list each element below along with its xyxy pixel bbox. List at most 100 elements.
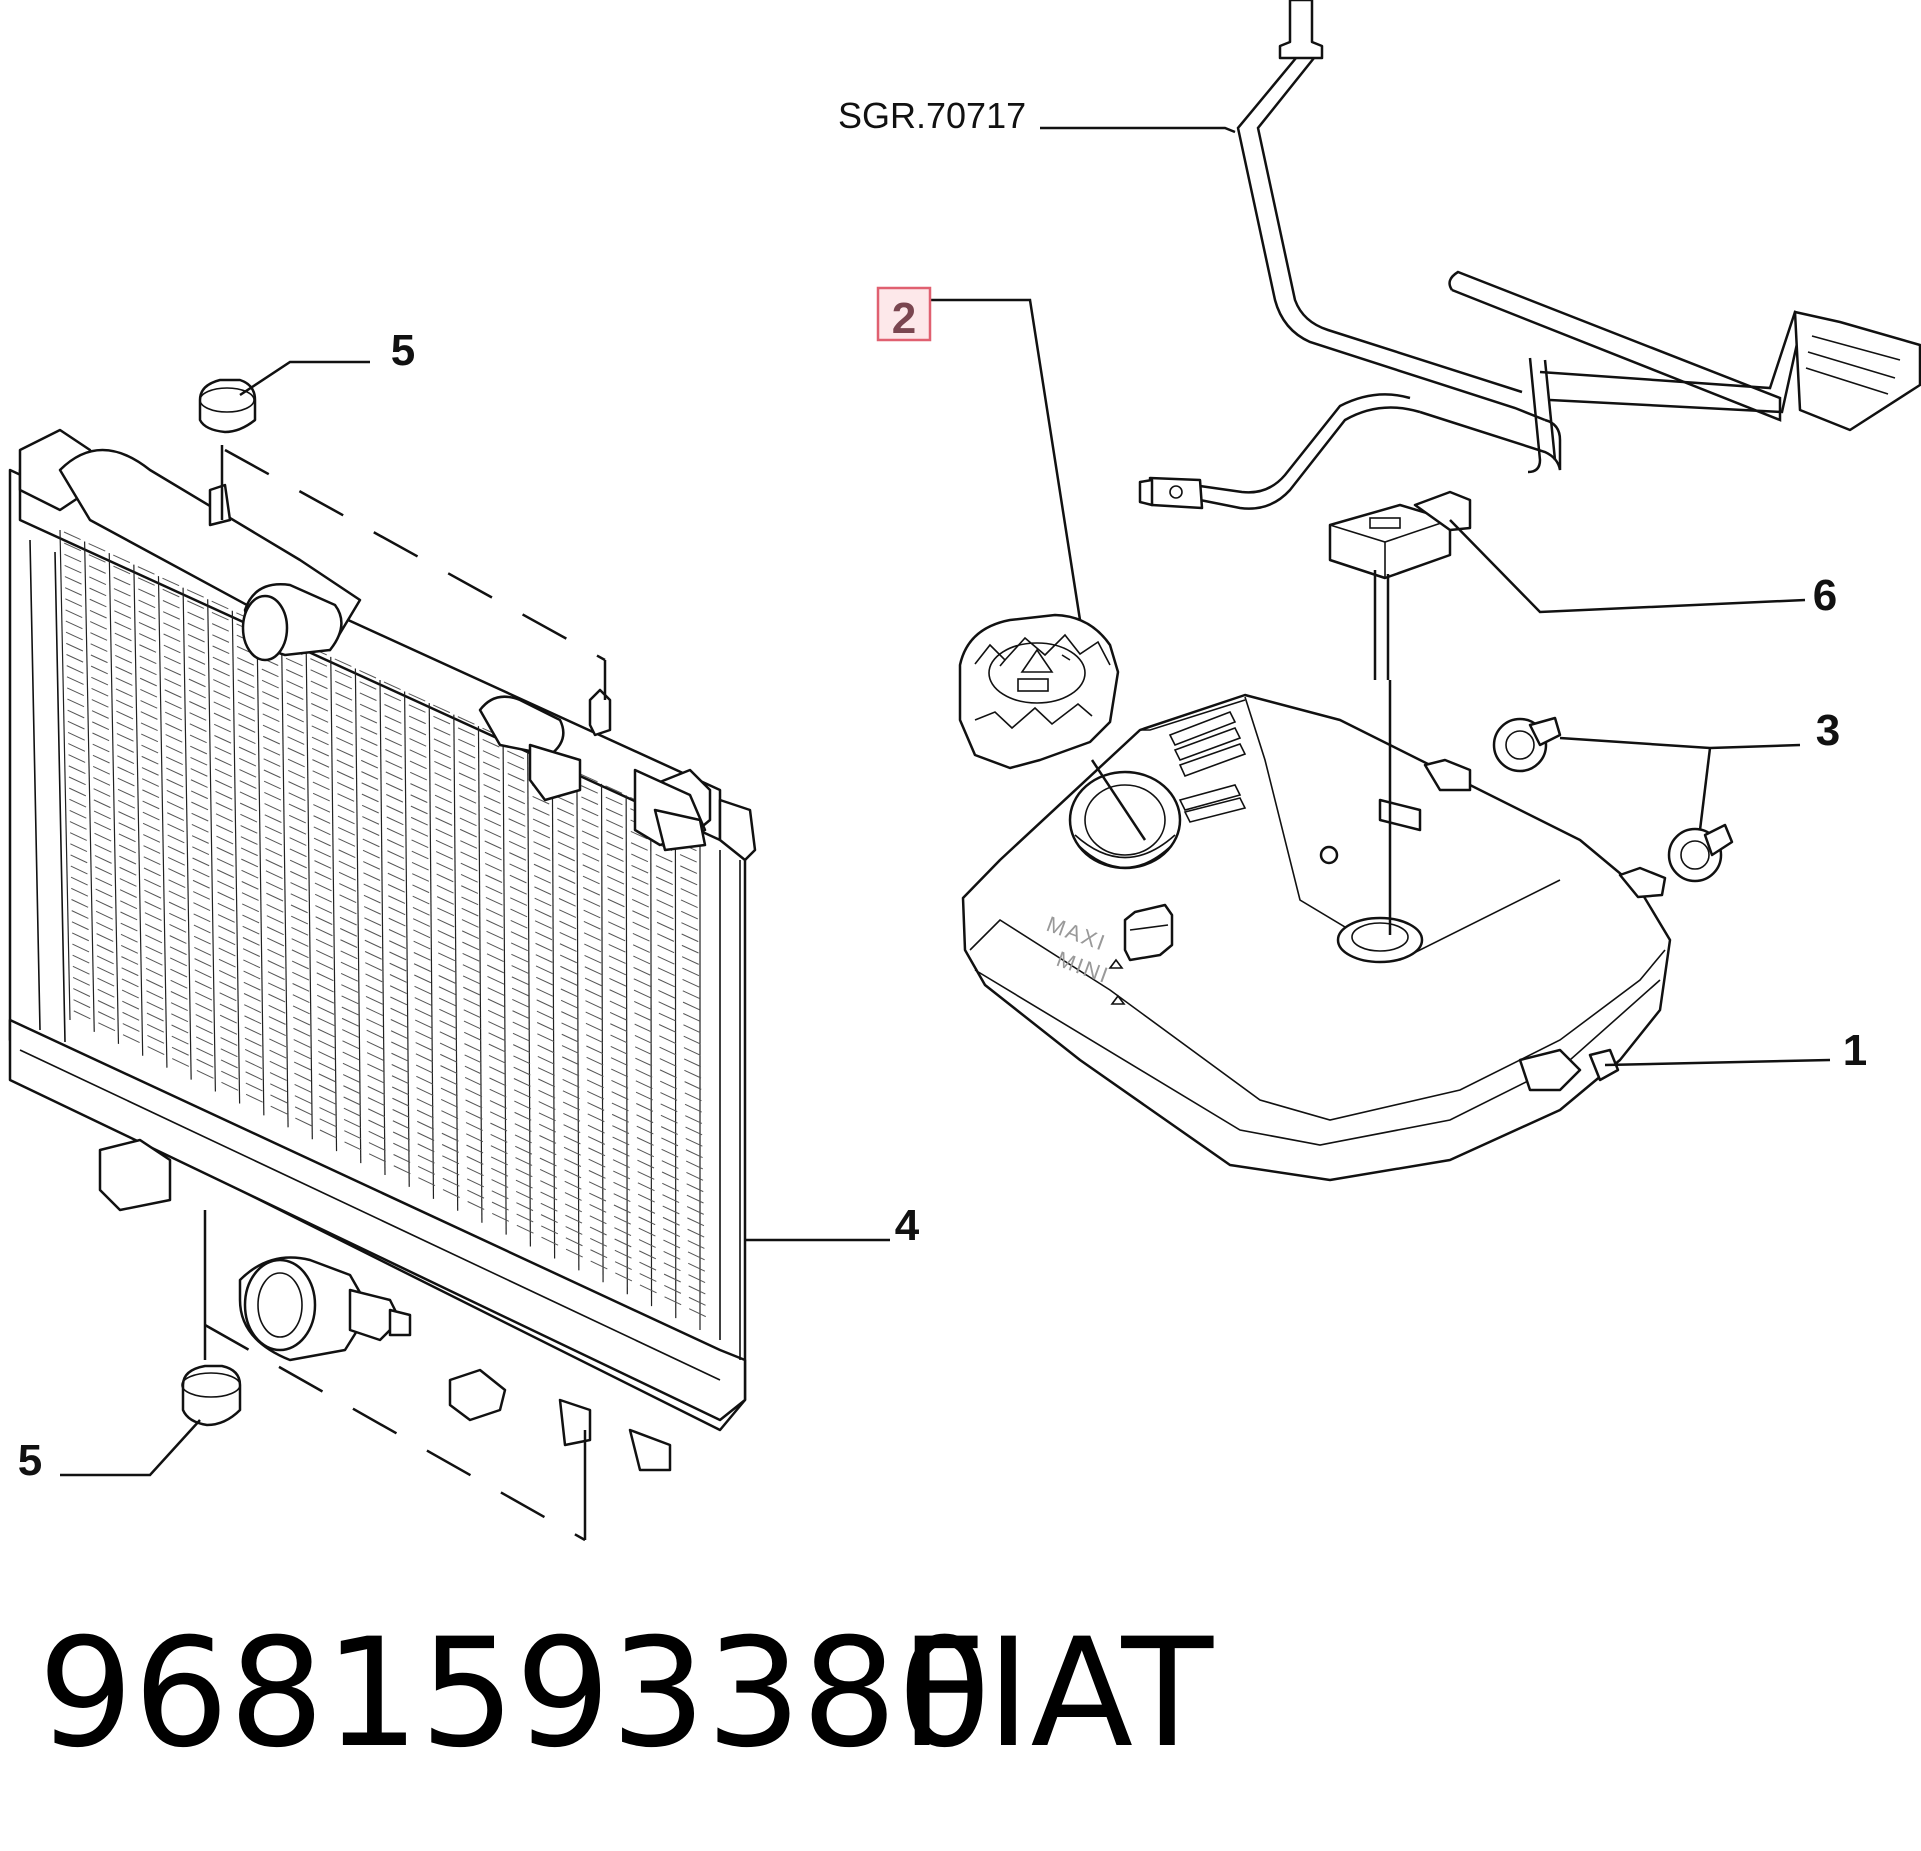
callout-cap: 2	[892, 294, 916, 343]
radiator-fin-hatch	[139, 633, 157, 642]
radiator-fin-hatch	[69, 809, 87, 819]
radiator-fin-hatch	[268, 1016, 286, 1025]
radiator-fin-hatch	[590, 1249, 608, 1259]
radiator-fin-hatch	[561, 1022, 579, 1032]
radiator-fin-hatch	[391, 1052, 409, 1062]
radiator-fin-hatch	[116, 744, 134, 753]
radiator-fin-hatch	[533, 829, 551, 839]
radiator-fin-hatch	[163, 655, 181, 665]
radiator-fin-hatch	[64, 564, 82, 574]
grommet-lower	[1667, 823, 1734, 883]
radiator-fin-hatch	[211, 611, 229, 621]
radiator-fin-hatch	[215, 779, 233, 789]
radiator-fin-hatch	[536, 988, 554, 997]
radiator-fin-hatch	[661, 1171, 679, 1181]
radiator-fin-hatch	[657, 967, 675, 976]
radiator-fin-hatch	[212, 656, 230, 666]
radiator-fin-hatch	[681, 933, 699, 943]
radiator-fin-hatch	[587, 1090, 605, 1100]
radiator-fin-hatch	[189, 712, 207, 721]
radiator-fin-hatch	[137, 566, 155, 575]
radiator-fin-hatch	[461, 930, 479, 940]
radiator-fin-hatch	[67, 732, 85, 741]
reference-label: SGR.70717	[838, 95, 1026, 136]
radiator-fin-hatch	[165, 734, 183, 743]
radiator-fin-hatch	[95, 899, 113, 909]
radiator-fin-hatch	[340, 961, 358, 971]
radiator-fin-hatch	[583, 909, 601, 919]
radiator-fin-hatch	[170, 1002, 188, 1011]
radiator-fin-hatch	[115, 666, 133, 675]
radiator-fin-hatch	[436, 896, 454, 905]
radiator-fin-hatch	[292, 994, 310, 1003]
radiator-fin-hatch	[285, 657, 303, 667]
radiator-fin-hatch	[564, 1169, 582, 1179]
radiator-fin-hatch	[194, 947, 212, 956]
radiator-fin-hatch	[391, 1075, 409, 1085]
radiator-fin-hatch	[195, 1025, 213, 1035]
radiator-fin-hatch	[193, 902, 211, 911]
radiator-fin-hatch	[266, 915, 284, 924]
radiator-fin-hatch	[215, 790, 233, 800]
radiator-fin-hatch	[65, 598, 83, 607]
radiator-fin-hatch	[433, 715, 451, 725]
radiator-fin	[133, 564, 144, 1056]
radiator-fin-hatch	[409, 726, 427, 736]
radiator-fin-hatch	[162, 577, 180, 587]
radiator-fin-hatch	[143, 867, 161, 877]
radiator-fin-hatch	[635, 1080, 653, 1090]
radiator-fin-hatch	[659, 1046, 677, 1056]
radiator-fin-hatch	[540, 1202, 558, 1212]
radiator-fin-hatch	[311, 703, 329, 712]
radiator-fin-hatch	[490, 1122, 508, 1132]
radiator-fin-hatch	[239, 780, 257, 789]
radiator-fin-hatch	[433, 738, 451, 747]
radiator-fin-hatch	[71, 921, 89, 931]
radiator-fin-hatch	[634, 1023, 652, 1033]
radiator-fin-hatch	[287, 758, 305, 768]
radiator-fin-hatch	[138, 621, 156, 631]
radiator-fin-hatch	[631, 887, 649, 897]
radiator-fin-hatch	[680, 876, 698, 886]
radiator-fin-hatch	[287, 736, 305, 745]
radiator-fin-hatch	[389, 940, 407, 949]
radiator-fin-hatch	[291, 960, 309, 970]
callout-level-sensor: 6	[1813, 571, 1837, 620]
radiator-fin-hatch	[146, 979, 164, 988]
radiator-fin-hatch	[637, 1159, 655, 1169]
radiator-fin-hatch	[538, 1112, 556, 1122]
radiator-fin-hatch	[613, 1204, 631, 1214]
radiator-fin-hatch	[115, 699, 134, 709]
radiator-fin-hatch	[388, 895, 406, 904]
radiator-fin-hatch	[361, 782, 379, 791]
radiator-fin-hatch	[143, 856, 161, 866]
radiator-fin-hatch	[164, 689, 182, 698]
radiator-fin-hatch	[192, 846, 210, 856]
radiator-fin-hatch	[636, 1103, 654, 1112]
radiator-fin-hatch	[688, 1285, 706, 1295]
radiator-fin-hatch	[442, 1189, 460, 1198]
radiator-fin-hatch	[534, 909, 552, 918]
radiator-fin	[280, 633, 289, 1128]
radiator-fin-hatch	[556, 796, 574, 805]
radiator-fin-hatch	[138, 610, 156, 620]
radiator-fin-hatch	[557, 841, 575, 851]
radiator-fin-hatch	[434, 794, 452, 804]
radiator-fin-hatch	[143, 834, 161, 843]
radiator-fin-hatch	[244, 1049, 263, 1058]
radiator-fin-hatch	[564, 1203, 583, 1213]
radiator-fin-hatch	[147, 1034, 165, 1044]
callout-labels: SGR.70717 2 6 3 1 4 5 5	[18, 95, 1867, 1485]
radiator-fin-hatch	[341, 1006, 359, 1016]
radiator-fin-hatch	[508, 795, 526, 805]
radiator-fin-hatch	[318, 1084, 336, 1094]
radiator-fin-hatch	[414, 997, 432, 1006]
radiator-fin-hatch	[581, 807, 599, 817]
radiator-fin-hatch	[195, 1036, 213, 1046]
radiator-fin-hatch	[90, 632, 108, 641]
radiator-fin-hatch	[611, 1091, 629, 1100]
radiator-fin-hatch	[96, 933, 114, 942]
radiator-fin-hatch	[338, 838, 356, 847]
radiator-fin-hatch	[88, 554, 106, 563]
radiator-fin-hatch	[97, 988, 115, 998]
